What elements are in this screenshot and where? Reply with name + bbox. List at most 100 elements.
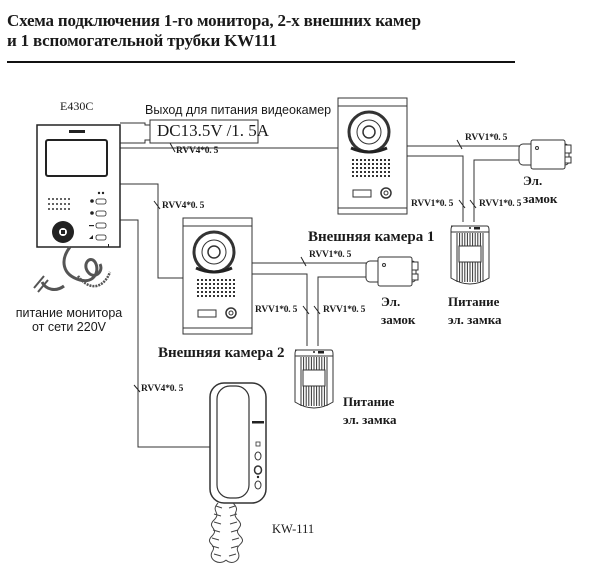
speaker-hole (213, 287, 215, 289)
wire-camera2-psu2-a (252, 273, 308, 346)
psu1-label: Питание эл. замка (448, 293, 502, 329)
speaker-hole (233, 279, 235, 281)
speaker-hole (225, 291, 227, 293)
speaker-hole (352, 163, 354, 165)
speaker-hole (372, 175, 374, 177)
speaker-hole (197, 279, 199, 281)
speaker-hole (201, 291, 203, 293)
speaker-hole (364, 163, 366, 165)
speaker-hole (229, 283, 231, 285)
speaker-hole (213, 279, 215, 281)
speaker-hole (384, 175, 386, 177)
speaker-hole (213, 295, 215, 297)
power-output-box (149, 119, 259, 144)
wire-camera2-psu2-b (317, 276, 370, 346)
speaker-hole (209, 283, 211, 285)
speaker-hole (217, 279, 219, 281)
power-plug-cord (33, 246, 112, 293)
lock2-label-line2: замок (381, 312, 416, 327)
speaker-hole (201, 283, 203, 285)
speaker-hole (225, 279, 227, 281)
speaker-hole (217, 291, 219, 293)
monitor-power-label-line2: от сети 220V (31, 320, 107, 334)
diagram-title: Схема подключения 1-го монитора, 2-х вне… (7, 11, 421, 51)
speaker-hole (201, 295, 203, 297)
speaker-hole (364, 175, 366, 177)
speaker-hole (229, 287, 231, 289)
speaker-hole (197, 291, 199, 293)
cable-label-monitor-camera1: RVV4*0. 5 (176, 146, 219, 156)
speaker-hole (360, 175, 362, 177)
camera2-label: Внешняя камера 2 (158, 345, 285, 361)
speaker-hole (205, 291, 207, 293)
speaker-hole (225, 287, 227, 289)
speaker-hole (388, 163, 390, 165)
camera2-device (182, 217, 253, 335)
speaker-hole (221, 279, 223, 281)
speaker-hole (384, 159, 386, 161)
speaker-hole (380, 163, 382, 165)
speaker-hole (364, 171, 366, 173)
speaker-hole (376, 167, 378, 169)
speaker-hole (221, 295, 223, 297)
wire-monitor-camera2 (120, 183, 183, 279)
psu1-label-line2: эл. замка (448, 312, 502, 327)
speaker-hole (205, 283, 207, 285)
handset-model-label: KW-111 (272, 522, 315, 536)
speaker-hole (213, 291, 215, 293)
speaker-hole (225, 295, 227, 297)
power-output-caption: Выход для питания видеокамер (145, 103, 332, 117)
speaker-hole (380, 171, 382, 173)
speaker-hole (356, 163, 358, 165)
speaker-hole (388, 167, 390, 169)
speaker-hole (233, 283, 235, 285)
psu2-label-line2: эл. замка (343, 412, 397, 427)
speaker-hole (356, 175, 358, 177)
speaker-hole (360, 167, 362, 169)
speaker-hole (201, 279, 203, 281)
speaker-hole (380, 159, 382, 161)
wire-camera1-psu1-b (473, 159, 523, 222)
monitor-model-label: E430C (60, 99, 94, 113)
speaker-hole (360, 159, 362, 161)
speaker-hole (372, 171, 374, 173)
lock1-label-line1: Эл. (523, 173, 543, 188)
psu2-label-line1: Питание (343, 394, 395, 409)
lock2-label-line1: Эл. (381, 294, 401, 309)
speaker-hole (352, 159, 354, 161)
speaker-hole (372, 163, 374, 165)
power-output-connector (120, 122, 150, 144)
speaker-hole (384, 167, 386, 169)
lock2-device (365, 256, 419, 287)
speaker-hole (368, 163, 370, 165)
speaker-hole (233, 287, 235, 289)
lock2-label: Эл. замок (381, 293, 415, 329)
monitor-power-label: питание монитора от сети 220V (14, 306, 124, 334)
speaker-hole (376, 175, 378, 177)
speaker-hole (372, 167, 374, 169)
speaker-hole (229, 279, 231, 281)
speaker-hole (233, 295, 235, 297)
speaker-hole (197, 295, 199, 297)
speaker-hole (380, 175, 382, 177)
wire-monitor-handset (120, 219, 210, 448)
camera1-device (337, 97, 408, 215)
cable-label-camera2-lock: RVV1*0. 5 (309, 250, 352, 260)
psu1-device (450, 225, 490, 285)
lock1-label-line2: замок (523, 191, 558, 206)
speaker-hole (376, 159, 378, 161)
speaker-hole (388, 171, 390, 173)
lock1-label: Эл. замок (523, 172, 557, 208)
speaker-hole (209, 295, 211, 297)
speaker-hole (368, 159, 370, 161)
speaker-hole (360, 171, 362, 173)
speaker-hole (352, 171, 354, 173)
speaker-hole (233, 291, 235, 293)
monitor-e430c (36, 124, 121, 248)
speaker-hole (360, 163, 362, 165)
speaker-hole (388, 175, 390, 177)
speaker-hole (376, 171, 378, 173)
speaker-hole (217, 295, 219, 297)
speaker-hole (388, 159, 390, 161)
lock1-device (518, 139, 572, 170)
